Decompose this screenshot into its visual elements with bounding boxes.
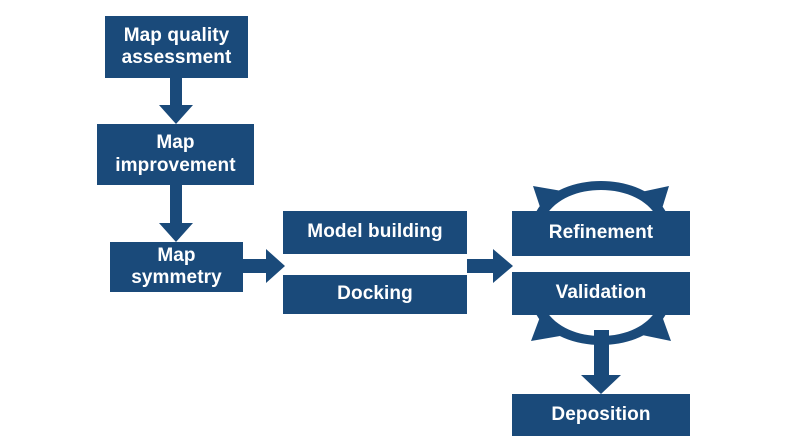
- node-model-building[interactable]: Model building: [283, 211, 467, 254]
- node-label: Validation: [555, 282, 647, 304]
- node-validation[interactable]: Validation: [512, 272, 690, 315]
- node-label: Map quality assessment: [121, 24, 232, 68]
- node-label: Map improvement: [115, 132, 236, 176]
- node-label: Docking: [337, 283, 413, 305]
- node-deposition[interactable]: Deposition: [512, 394, 690, 436]
- node-label: Refinement: [548, 222, 654, 244]
- edge-cycle-bottom-arc: [531, 309, 671, 345]
- node-label: Deposition: [551, 403, 651, 425]
- edge-symmetry-to-building: [243, 249, 285, 283]
- node-docking[interactable]: Docking: [283, 275, 467, 314]
- edge-cycle-to-deposition: [581, 330, 621, 394]
- node-label: Model building: [307, 221, 443, 243]
- edge-quality-to-improvement: [159, 78, 193, 124]
- edge-improvement-to-symmetry: [159, 185, 193, 242]
- node-refinement[interactable]: Refinement: [512, 211, 690, 256]
- node-map-improvement[interactable]: Map improvement: [97, 124, 254, 185]
- edge-cycle-top-arc: [533, 181, 669, 217]
- edge-building-to-refinement: [467, 249, 513, 283]
- node-map-symmetry[interactable]: Map symmetry: [110, 242, 243, 292]
- node-map-quality-assessment[interactable]: Map quality assessment: [105, 16, 248, 78]
- node-label: Map symmetry: [131, 244, 222, 288]
